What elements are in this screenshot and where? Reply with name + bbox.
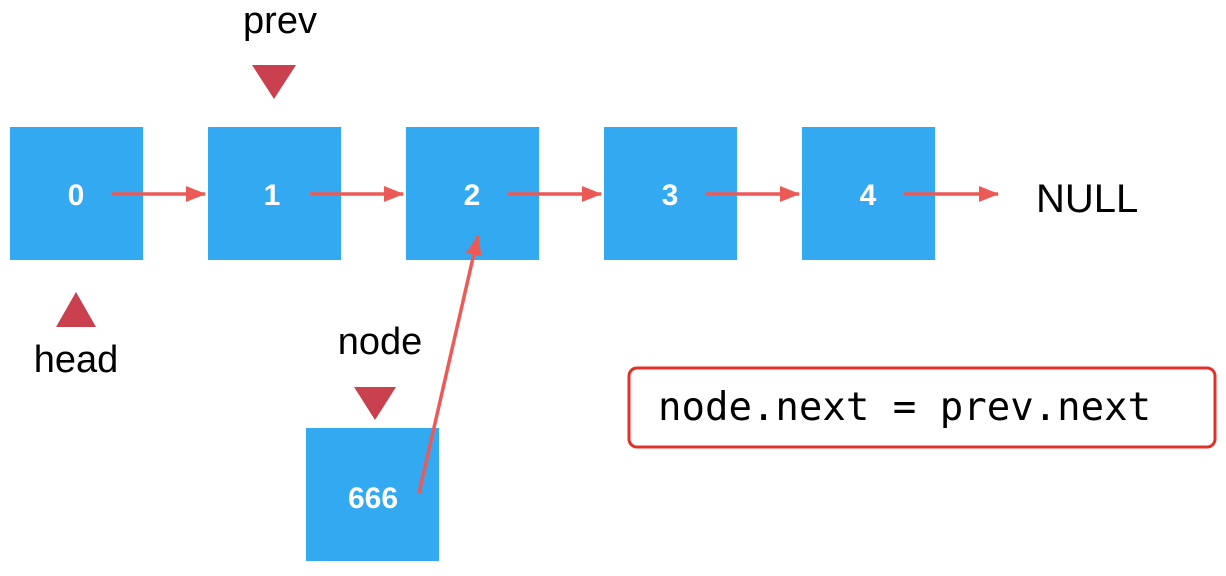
node-value-1: 1 bbox=[264, 179, 281, 212]
node-value-0: 0 bbox=[68, 179, 85, 212]
new-node: 666 bbox=[306, 428, 439, 561]
prev-pointer-label: prev bbox=[243, 0, 317, 42]
prev-pointer-marker bbox=[252, 65, 296, 99]
node-value-2: 2 bbox=[464, 179, 481, 212]
head-pointer-label: head bbox=[34, 339, 119, 381]
node-pointer-marker bbox=[354, 387, 396, 420]
node-value-4: 4 bbox=[860, 179, 877, 212]
head-pointer-marker bbox=[56, 292, 96, 327]
code-box: node.next = prev.next bbox=[627, 366, 1217, 449]
node-value-3: 3 bbox=[662, 179, 679, 212]
new-node-value: 666 bbox=[348, 482, 398, 515]
code-statement: node.next = prev.next bbox=[658, 385, 1151, 430]
null-label: NULL bbox=[1036, 177, 1138, 221]
new-node-next-arrow bbox=[417, 235, 482, 494]
node-pointer-label: node bbox=[338, 321, 423, 363]
